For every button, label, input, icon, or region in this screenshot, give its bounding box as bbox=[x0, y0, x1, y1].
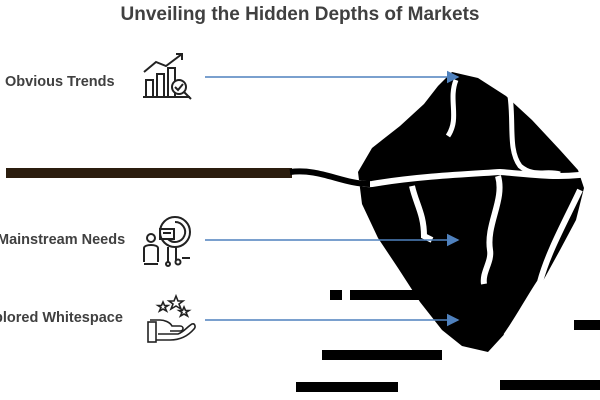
hand-stars-icon bbox=[147, 293, 196, 343]
waterline bbox=[6, 168, 371, 187]
label-unexplored-whitespace: plored Whitespace bbox=[0, 310, 123, 326]
ripple-dashes bbox=[296, 290, 600, 392]
label-obvious-trends: Obvious Trends bbox=[5, 74, 115, 90]
diagram-title: Unveiling the Hidden Depths of Markets bbox=[120, 4, 480, 25]
chart-magnifier-icon bbox=[143, 53, 192, 100]
person-presentation-icon bbox=[143, 216, 191, 267]
label-mainstream-needs: Mainstream Needs bbox=[0, 232, 126, 248]
iceberg bbox=[289, 72, 600, 352]
